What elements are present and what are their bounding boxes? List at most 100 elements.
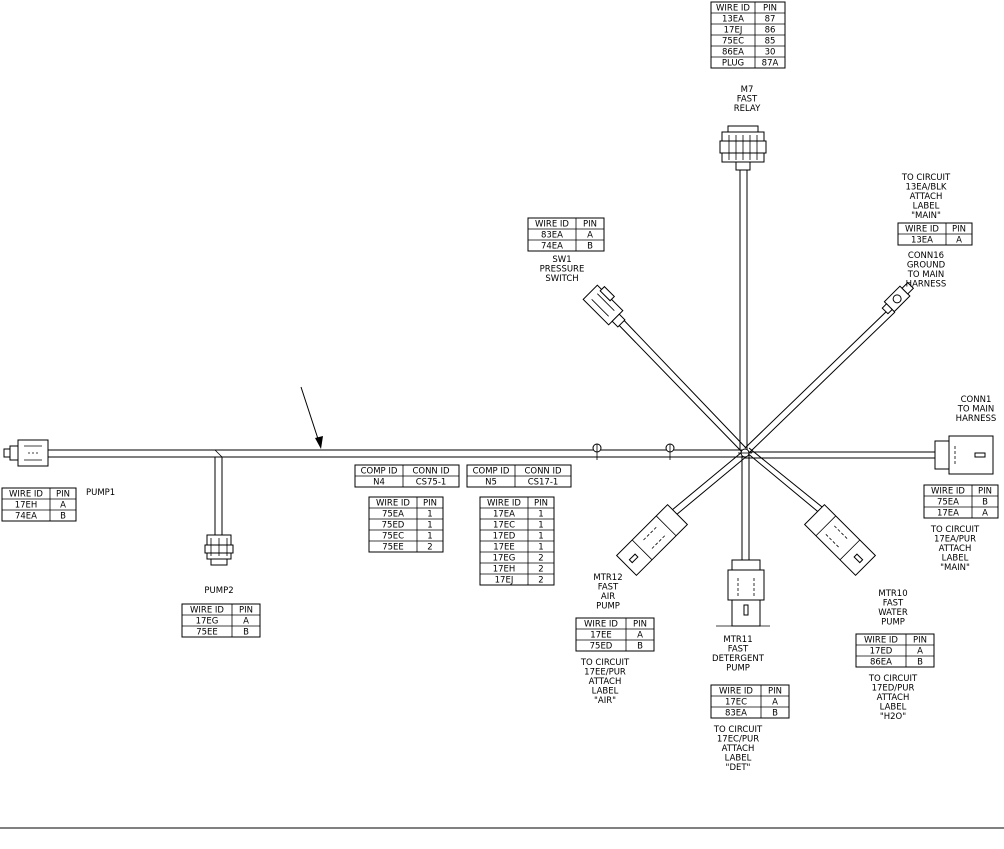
table-frame xyxy=(181,603,261,638)
label-line: TO CIRCUIT xyxy=(930,525,980,535)
table-header-cell: COMP ID xyxy=(473,467,510,477)
table-header-cell: CONN ID xyxy=(412,467,450,477)
table-cell: 75EC xyxy=(382,532,404,542)
label-line: ATTACH xyxy=(877,693,910,703)
table-header-cell: WIRE ID xyxy=(190,606,224,616)
table-cell: 75EC xyxy=(722,37,744,47)
table-cell: 87 xyxy=(765,15,776,25)
table-cell: A xyxy=(956,236,962,246)
branch-mtr11 xyxy=(741,455,750,560)
mtr12-connector xyxy=(615,503,689,577)
table-cell: 1 xyxy=(538,521,543,531)
table-cell: 17EE xyxy=(590,631,612,641)
label-line: 17EE/PUR xyxy=(584,668,626,678)
splice-n5 xyxy=(665,443,675,460)
table-cell: 17EJ xyxy=(495,576,514,586)
table-header-cell: WIRE ID xyxy=(716,4,750,14)
table-cell: B xyxy=(982,498,988,508)
label-line: FAST xyxy=(737,95,758,105)
harness-trunk xyxy=(48,449,745,535)
label-line: 17ED/PUR xyxy=(872,684,915,694)
pump2-label: PUMP2 xyxy=(204,586,233,596)
table-cell: B xyxy=(772,709,778,719)
table-cell: 75EA xyxy=(382,510,404,520)
table-cell: PLUG xyxy=(722,59,744,69)
table-cell: 1 xyxy=(538,532,543,542)
table-cell: 2 xyxy=(538,565,543,575)
label-line: AIR xyxy=(601,592,615,602)
table-header-cell: PIN xyxy=(633,620,647,630)
table-cell: 2 xyxy=(427,543,432,553)
table-header-cell: WIRE ID xyxy=(376,499,410,509)
table-cell: 83EA xyxy=(541,231,563,241)
table-frame xyxy=(923,484,999,519)
table-cell: 75EE xyxy=(382,543,404,553)
table-header-cell: WIRE ID xyxy=(9,490,43,500)
table-cell: 13EA xyxy=(911,236,933,246)
table-cell: 17EC xyxy=(493,521,515,531)
table-cell: A xyxy=(587,231,593,241)
label-line: ATTACH xyxy=(939,544,972,554)
label-line: LABEL xyxy=(725,754,752,764)
table-cell: 75ED xyxy=(590,642,613,652)
label-line: 17EC/PUR xyxy=(717,735,759,745)
label-line: TO MAIN xyxy=(907,270,945,280)
table-header-cell: COMP ID xyxy=(361,467,398,477)
label-line: MTR12 xyxy=(593,573,622,583)
table-cell: 85 xyxy=(765,37,776,47)
label-line: "AIR" xyxy=(594,696,616,706)
label-line: "H2O" xyxy=(880,712,906,722)
table-cell: 1 xyxy=(427,510,432,520)
table-frame xyxy=(527,217,605,252)
branch-conn16 xyxy=(744,307,896,453)
table-cell: 86 xyxy=(765,26,776,36)
callout-arrow xyxy=(300,386,323,449)
label-line: LABEL xyxy=(880,703,907,713)
label-line: TO MAIN xyxy=(957,405,995,415)
table-header-cell: WIRE ID xyxy=(535,220,569,230)
table-cell: 1 xyxy=(427,532,432,542)
table-cell: B xyxy=(637,642,643,652)
label-line: PUMP1 xyxy=(86,488,115,498)
table-cell: 75EE xyxy=(196,628,218,638)
table-cell: 74EA xyxy=(15,512,37,522)
table-cell: 13EA xyxy=(722,15,744,25)
branch-m7 xyxy=(739,170,748,450)
pump1-label: PUMP1 xyxy=(86,488,115,498)
m7-connector xyxy=(719,125,767,171)
label-line: TO CIRCUIT xyxy=(713,725,763,735)
table-cell: 74EA xyxy=(541,242,563,252)
table-cell: B xyxy=(917,658,923,668)
table-cell: CS75-1 xyxy=(416,478,447,488)
label-line: GROUND xyxy=(907,261,946,271)
label-line: 17EA/PUR xyxy=(934,535,976,545)
table-cell: 17EA xyxy=(937,509,959,519)
table-header-cell: PIN xyxy=(952,225,966,235)
sw1-connector xyxy=(582,284,626,328)
table-cell: 17EA xyxy=(493,510,515,520)
table-cell: A xyxy=(772,698,778,708)
label-line: MTR11 xyxy=(723,635,752,645)
table-cell: 75EA xyxy=(937,498,959,508)
label-line: "MAIN" xyxy=(940,563,970,573)
label-line: "MAIN" xyxy=(911,211,941,221)
hub xyxy=(738,448,752,458)
mtr10-connector xyxy=(803,503,877,577)
pump1-connector xyxy=(3,439,49,467)
label-line: CONN16 xyxy=(908,251,944,261)
label-line: ATTACH xyxy=(722,744,755,754)
table-header-cell: WIRE ID xyxy=(864,636,898,646)
label-line: 13EA/BLK xyxy=(905,183,946,193)
label-line: SWITCH xyxy=(545,274,578,284)
